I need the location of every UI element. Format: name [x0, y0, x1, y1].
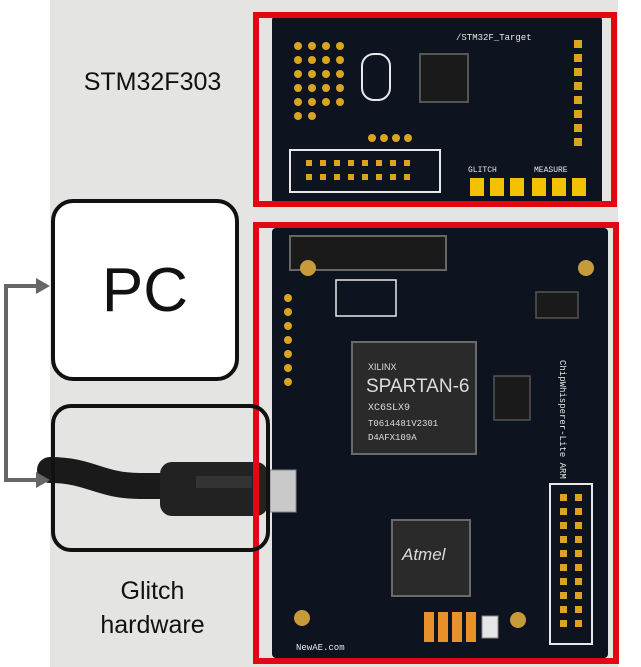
- arrow-to-glitch: [36, 472, 50, 488]
- cw-small-header: [335, 279, 397, 317]
- crystal: [361, 53, 391, 101]
- mount-hole-bottom-right: [510, 612, 526, 628]
- target-highlight-box: [253, 12, 617, 207]
- stm32-label: STM32F303: [83, 68, 222, 96]
- mount-hole-top-left: [300, 260, 316, 276]
- fpga-chip: [351, 341, 477, 455]
- arrow-to-pc: [36, 278, 50, 294]
- fpga-code-1: T0614481V2301: [368, 419, 438, 429]
- target-20pin-connector: [289, 149, 441, 193]
- target-connector-pins: [306, 160, 410, 180]
- cw-right-connector-pins: [560, 494, 582, 627]
- cw-top-header: [289, 235, 447, 271]
- fpga-brand: XILINX: [368, 362, 397, 372]
- cw-right-connector: [549, 483, 593, 645]
- target-title-silkscreen: /STM32F_Target: [456, 33, 532, 43]
- mount-hole-top-right: [578, 260, 594, 276]
- glitch-label-line1: Glitch: [120, 577, 185, 605]
- top-right-chip: [535, 291, 579, 319]
- pc-label: PC: [101, 255, 189, 325]
- pc-box: PC: [51, 199, 239, 381]
- mount-hole-bottom-left: [294, 610, 310, 626]
- glitch-hardware-label: Glitch hardware: [60, 574, 245, 642]
- usb-port: [269, 469, 297, 513]
- connection-line: [4, 284, 40, 482]
- target-pin-grid: [294, 42, 344, 120]
- cw-bottom-pads: [424, 612, 476, 642]
- side-chip: [493, 375, 531, 421]
- footer-silkscreen: NewAE.com: [296, 643, 345, 653]
- arm-mcu-chip: [391, 519, 471, 597]
- target-mcu-chip: [419, 53, 469, 103]
- glitch-measure-pads: [470, 178, 586, 196]
- cw-left-header: [284, 294, 292, 386]
- glitch-hardware-box: [51, 404, 270, 552]
- chipwhisperer-highlight-box: [253, 222, 619, 664]
- fpga-code-2: D4AFX109A: [368, 433, 417, 443]
- usb-cable-wire: [37, 457, 185, 499]
- fpga-name: SPARTAN-6: [366, 376, 469, 397]
- fpga-part: XC6SLX9: [368, 403, 410, 414]
- reset-button: [481, 615, 499, 639]
- board-name-silkscreen: ChipWhisperer-Lite ARM: [557, 360, 567, 479]
- mcu-brand: Atmel: [401, 545, 447, 564]
- usb-plug-grip: [196, 476, 252, 488]
- glitch-label-line2: hardware: [100, 611, 205, 639]
- measure-silkscreen: MEASURE: [534, 166, 568, 175]
- target-right-header: [574, 40, 582, 146]
- glitch-silkscreen: GLITCH: [468, 166, 497, 175]
- usb-plug: [160, 462, 268, 516]
- target-io-pins: [368, 134, 412, 142]
